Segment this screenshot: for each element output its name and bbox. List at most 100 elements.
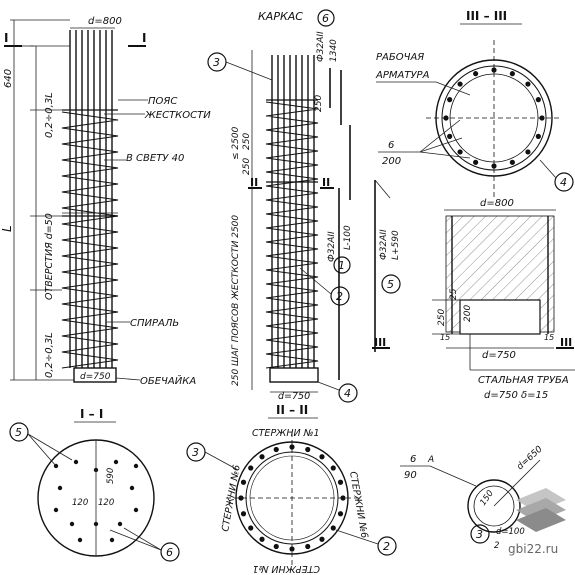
- section-mark-i-right: I: [142, 31, 146, 45]
- section-iii-bar: [473, 159, 479, 165]
- section-iii: III – III РАБОЧАЯ АРМАТУРА 6 200 4: [375, 9, 574, 200]
- section-ii-bar: [248, 465, 254, 471]
- section-ii-bar: [238, 495, 244, 501]
- pipe-detail: d=800 250 25 200 III III 15 15 d=750 СТА…: [372, 198, 575, 401]
- detail-dim-15a: 15: [440, 333, 450, 342]
- section-mark-i-left: I: [4, 31, 8, 45]
- section-iii-ref-4: 4: [560, 176, 567, 189]
- section-ii-bar: [240, 511, 247, 517]
- section-iii-frac-bottom: 200: [382, 156, 401, 167]
- section-i-dim-120b: 120: [98, 498, 114, 508]
- section-iii-bar: [443, 115, 449, 121]
- pile-label-ring: ПОЯС: [148, 96, 177, 107]
- section-ii-bar: [289, 546, 295, 552]
- section-iii-bar: [491, 67, 497, 73]
- frame-bar-side: Ф32АII: [379, 229, 389, 260]
- section-ii-bar: [273, 446, 279, 453]
- section-i-hole: [117, 521, 123, 527]
- frame-dim-2500: ≤ 2500: [231, 126, 241, 160]
- pile-dim-holes: ОТВЕРСТИЯ d=50: [44, 213, 55, 300]
- section-i-ref-5: 5: [15, 426, 22, 439]
- ring-dim-2: 2: [494, 541, 499, 551]
- section-i-title: I – I: [80, 407, 103, 421]
- section-i-hole: [73, 459, 79, 465]
- section-ii-bar: [259, 536, 265, 542]
- section-i-hole: [57, 485, 63, 491]
- frame-title: КАРКАС: [258, 10, 303, 23]
- section-i-hole: [133, 507, 139, 513]
- section-iii-bar: [447, 97, 453, 103]
- section-iii-bar: [525, 81, 531, 87]
- section-iii-bar: [535, 133, 541, 139]
- section-i-hole: [129, 485, 135, 491]
- section-iii-title: III – III: [466, 9, 507, 23]
- detail-dim-250: 250: [437, 309, 447, 326]
- section-i: I – I 590 120 120 5 6: [9, 407, 180, 562]
- section-ii-bar: [240, 479, 247, 485]
- ring-frac-top: 6: [410, 454, 416, 465]
- pile-diameter-top: d=800: [88, 16, 122, 27]
- section-ii-bar: [319, 454, 325, 460]
- section-iii-frac-top: 6: [388, 140, 394, 151]
- section-ii-bar: [319, 536, 325, 542]
- section-ii-bar: [289, 444, 295, 450]
- pile-dim-zone-top: 0,2÷0,3L: [44, 92, 55, 138]
- frame-dim-1340: 1340: [329, 39, 339, 62]
- section-mark-iii-right: III: [560, 336, 572, 349]
- detail-dim-15b: 15: [544, 333, 554, 342]
- detail-pipe-label: СТАЛЬНАЯ ТРУБА: [478, 375, 569, 386]
- frame-ref-2: 2: [336, 290, 343, 303]
- section-i-hole: [69, 521, 75, 527]
- section-i-hole: [53, 507, 59, 513]
- section-i-hole: [133, 463, 139, 469]
- section-ii-bar: [248, 525, 254, 531]
- ring-dim-d100: d=100: [496, 527, 525, 537]
- pile-diameter-bottom: d=750: [80, 372, 111, 382]
- section-mark-iii-left: III: [374, 336, 386, 349]
- section-mark-ii-right: II: [322, 176, 330, 189]
- section-iii-label-work-2: АРМАТУРА: [375, 70, 430, 81]
- frame-dim-250c: 250: [242, 158, 252, 175]
- section-ii: II – II СТЕРЖНИ №1 СТЕРЖНИ №6 СТЕРЖНИ №6…: [186, 403, 397, 574]
- pile-dim-l: L: [0, 225, 14, 232]
- watermark-text: gbi22.ru: [508, 542, 558, 556]
- section-ii-bar: [273, 543, 279, 550]
- frame-spiral: [265, 101, 319, 369]
- section-ii-label-top: СТЕРЖНИ №1: [252, 428, 320, 439]
- section-iii-bar: [447, 133, 453, 139]
- section-ii-label-bottom: СТЕРЖНИ №1: [252, 563, 320, 574]
- pile-dim-640: 640: [3, 69, 14, 88]
- frame-ref-1: 1: [338, 259, 345, 272]
- section-iii-label-work: РАБОЧАЯ: [376, 52, 424, 63]
- frame-dim-250a: 250: [314, 95, 324, 112]
- frame-bar-side-len: L+590: [391, 230, 401, 260]
- frame-dim-250b: 250: [242, 133, 252, 150]
- watermark-logo: [516, 488, 566, 532]
- section-ii-ref-2: 2: [383, 540, 390, 553]
- section-ii-title: II – II: [276, 403, 308, 417]
- section-ii-bar: [337, 511, 344, 517]
- pile-longitudinal-bars: [69, 30, 113, 368]
- section-iii-bar: [509, 71, 515, 77]
- pile-shell: [73, 367, 117, 383]
- section-i-hole: [77, 537, 83, 543]
- section-ii-bar: [305, 543, 311, 550]
- frame-longitudinal-bars: [271, 55, 315, 368]
- frame-ref-5: 5: [387, 278, 394, 291]
- frame-ref-4: 4: [344, 387, 351, 400]
- section-ii-bar: [337, 479, 344, 485]
- pile-label-spiral: СПИРАЛЬ: [130, 318, 179, 329]
- section-i-hole: [109, 537, 115, 543]
- section-ii-bar: [330, 525, 336, 531]
- section-iii-bar: [473, 71, 479, 77]
- detail-pipe-spec: d=750 δ=15: [484, 390, 548, 401]
- pile-elevation: I I d=800 d=750 640 0,2÷0,3L L ОТВЕРСТИЯ: [0, 16, 211, 387]
- pile-label-clear: В СВЕТУ 40: [126, 153, 184, 164]
- section-i-hole: [113, 459, 119, 465]
- pile-dim-zone-bottom: 0,2÷0,3L: [44, 332, 55, 378]
- ring-frac-bottom: 90: [404, 470, 417, 481]
- ring-dim-150: 150: [478, 489, 496, 508]
- frame-bar-top: Ф32АII: [316, 31, 326, 62]
- frame-ref-3: 3: [213, 56, 220, 69]
